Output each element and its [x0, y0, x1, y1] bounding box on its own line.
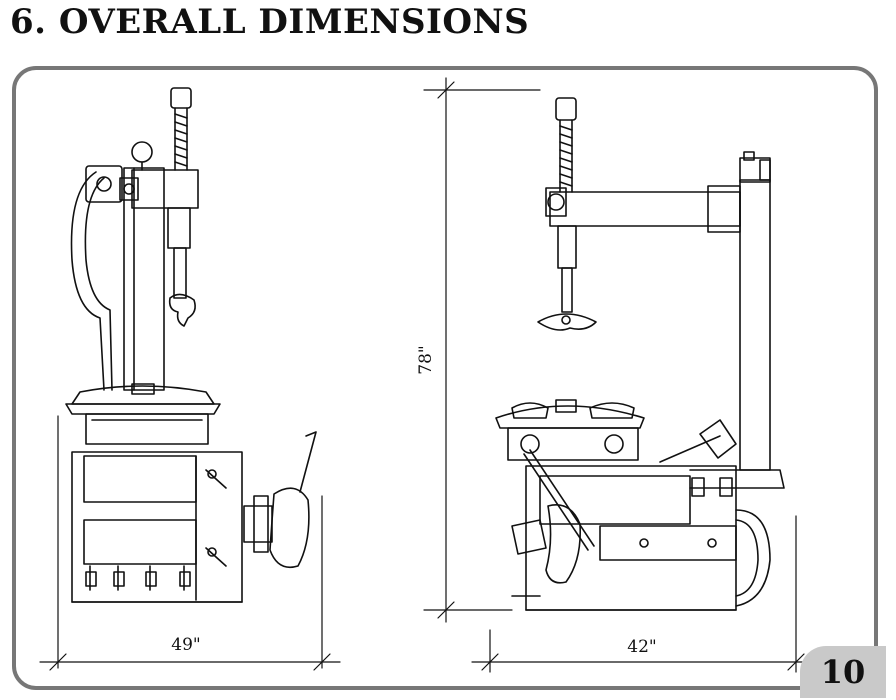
- tire-changer-front-view: [495, 97, 785, 611]
- depth-dimension-right: [471, 515, 813, 673]
- height-dimension: [423, 77, 541, 623]
- width-dimension-left: [39, 415, 341, 671]
- page-number-tab: 10: [800, 646, 886, 698]
- section-title: 6. OVERALL DIMENSIONS: [10, 2, 530, 42]
- height-dimension-label: 78": [416, 345, 436, 374]
- page-number: 10: [820, 653, 866, 691]
- drawing-frame: [12, 66, 878, 690]
- depth-dimension-label: 42": [627, 637, 656, 657]
- width-dimension-label: 49": [171, 635, 200, 655]
- tire-changer-side-view: [65, 87, 317, 603]
